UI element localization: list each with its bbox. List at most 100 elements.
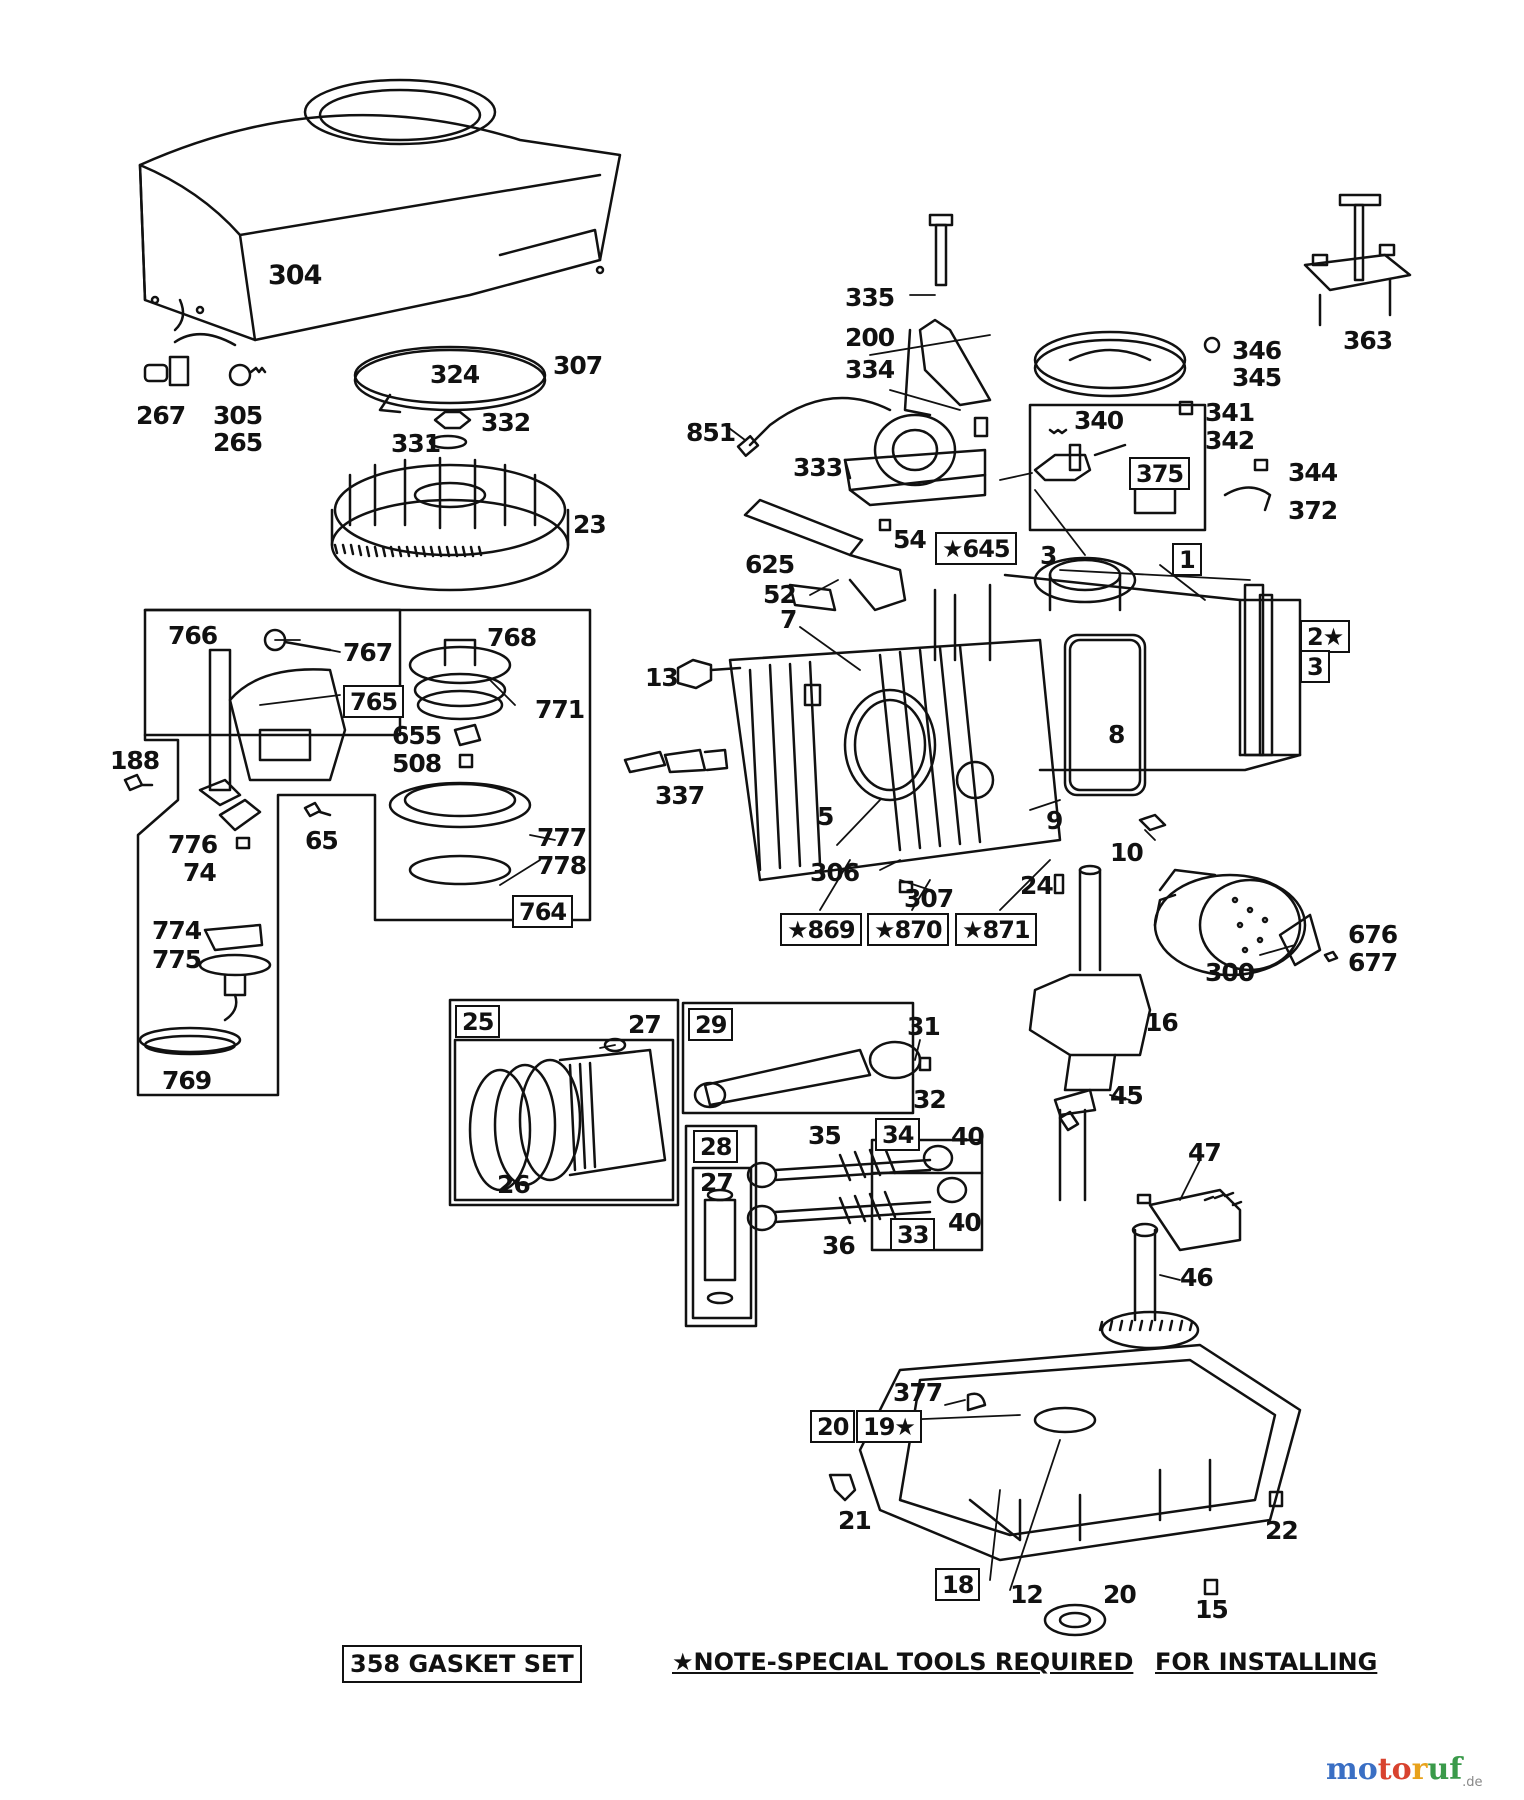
- part-label-36: 36: [822, 1231, 856, 1260]
- part-label-7: 7: [780, 605, 797, 634]
- part-label-52: 52: [763, 580, 797, 609]
- part-label-47: 47: [1188, 1138, 1222, 1167]
- governor-47: [1136, 1188, 1243, 1252]
- piston-pin-28: [684, 1124, 758, 1328]
- boxed-label-375: 375: [1129, 457, 1191, 490]
- gasket-set-label: 358 GASKET SET: [342, 1645, 582, 1683]
- part-label-304: 304: [268, 260, 322, 291]
- part-label-776: 776: [168, 830, 218, 859]
- screws-267-305: [143, 332, 267, 387]
- boxed-label-871: ★871: [955, 913, 1037, 946]
- parts-776-188-65: [123, 773, 332, 850]
- fasteners-377-21-22-15: [828, 1392, 1284, 1596]
- starter-group-frame: [136, 608, 592, 1097]
- bolt-13: [676, 658, 742, 690]
- boxed-label-870: ★870: [867, 913, 949, 946]
- part-label-10: 10: [1110, 838, 1144, 867]
- part-label-15: 15: [1195, 1595, 1229, 1624]
- part-label-778: 778: [537, 851, 587, 880]
- part-label-377: 377: [893, 1378, 943, 1407]
- part-label-40b: 40: [948, 1208, 982, 1237]
- nut-332: [428, 410, 472, 450]
- part-label-23: 23: [573, 510, 607, 539]
- part-label-677: 677: [1348, 948, 1398, 977]
- part-label-13: 13: [645, 663, 679, 692]
- part-label-767: 767: [343, 638, 393, 667]
- special-tools-note: ★NOTE-SPECIAL TOOLS REQUIRED: [672, 1648, 1134, 1676]
- spark-plug-337: [623, 748, 729, 774]
- part-label-508: 508: [392, 749, 442, 778]
- boxed-label-33: 33: [890, 1218, 936, 1251]
- part-label-267: 267: [136, 401, 186, 430]
- part-label-35: 35: [808, 1121, 842, 1150]
- part-label-22: 22: [1265, 1516, 1299, 1545]
- leader-lines: [259, 294, 1296, 1591]
- spark-wire-851: [736, 396, 892, 457]
- part-label-8: 8: [1108, 720, 1125, 749]
- part-label-305: 305: [213, 401, 263, 430]
- flywheel-23: [330, 456, 570, 592]
- camshaft-46: [1098, 1222, 1200, 1350]
- part-label-3: 3: [1040, 541, 1057, 570]
- part-label-345: 345: [1232, 363, 1282, 392]
- part-label-625: 625: [745, 550, 795, 579]
- part-label-676: 676: [1348, 920, 1398, 949]
- part-label-342: 342: [1205, 426, 1255, 455]
- part-label-65: 65: [305, 826, 339, 855]
- boxed-label-28: 28: [693, 1130, 739, 1163]
- oil-seal-20: [1043, 1603, 1107, 1637]
- part-label-20b: 20: [1103, 1580, 1137, 1609]
- boxed-label-34: 34: [875, 1118, 921, 1151]
- part-label-74: 74: [183, 858, 217, 887]
- part-label-346: 346: [1232, 336, 1282, 365]
- rotating-screen-324: [353, 345, 547, 414]
- part-label-655: 655: [392, 721, 442, 750]
- part-label-265: 265: [213, 428, 263, 457]
- piston-group-25: [448, 998, 680, 1207]
- part-label-774: 774: [152, 916, 202, 945]
- muffler-300: [1153, 868, 1339, 977]
- boxed-label-29: 29: [688, 1008, 734, 1041]
- screw-54: [878, 518, 892, 532]
- boxed-label-765: 765: [343, 685, 405, 718]
- valve-cover-8: [1063, 633, 1147, 797]
- part-label-24: 24: [1020, 871, 1054, 900]
- part-label-307: 307: [553, 351, 603, 380]
- part-label-45: 45: [1110, 1081, 1144, 1110]
- part-label-307b: 307: [904, 884, 954, 913]
- part-label-26: 26: [497, 1170, 531, 1199]
- handle-774-775: [138, 923, 272, 1056]
- watermark-tld: .de: [1462, 1775, 1483, 1790]
- boxed-label-645: ★645: [935, 532, 1017, 565]
- part-label-31: 31: [907, 1012, 941, 1041]
- part-label-40: 40: [951, 1122, 985, 1151]
- part-label-300: 300: [1205, 958, 1255, 987]
- blower-housing-drawing: [138, 78, 622, 342]
- cylinder-head-7: [728, 583, 1062, 882]
- crankcase-base-18: [858, 1343, 1302, 1562]
- part-label-21: 21: [838, 1506, 872, 1535]
- bracket-363: [1303, 243, 1412, 327]
- part-label-32: 32: [913, 1085, 947, 1114]
- part-label-769: 769: [162, 1066, 212, 1095]
- part-label-771: 771: [535, 695, 585, 724]
- part-label-768: 768: [487, 623, 537, 652]
- part-label-27: 27: [628, 1010, 662, 1039]
- connecting-rod-29: [681, 1001, 932, 1115]
- spring-parts-655-508: [388, 723, 532, 886]
- boxed-label-869: ★869: [780, 913, 862, 946]
- ignition-bracket-200: [903, 193, 1382, 417]
- part-label-332: 332: [481, 408, 531, 437]
- part-label-344: 344: [1288, 458, 1338, 487]
- part-label-306: 306: [810, 858, 860, 887]
- part-label-200: 200: [845, 323, 895, 352]
- valves-35-36: [746, 1146, 932, 1232]
- part-label-16: 16: [1145, 1008, 1179, 1037]
- part-label-372: 372: [1288, 496, 1338, 525]
- part-label-54: 54: [893, 525, 927, 554]
- part-label-341: 341: [1205, 398, 1255, 427]
- part-label-337: 337: [655, 781, 705, 810]
- part-label-777: 777: [537, 823, 587, 852]
